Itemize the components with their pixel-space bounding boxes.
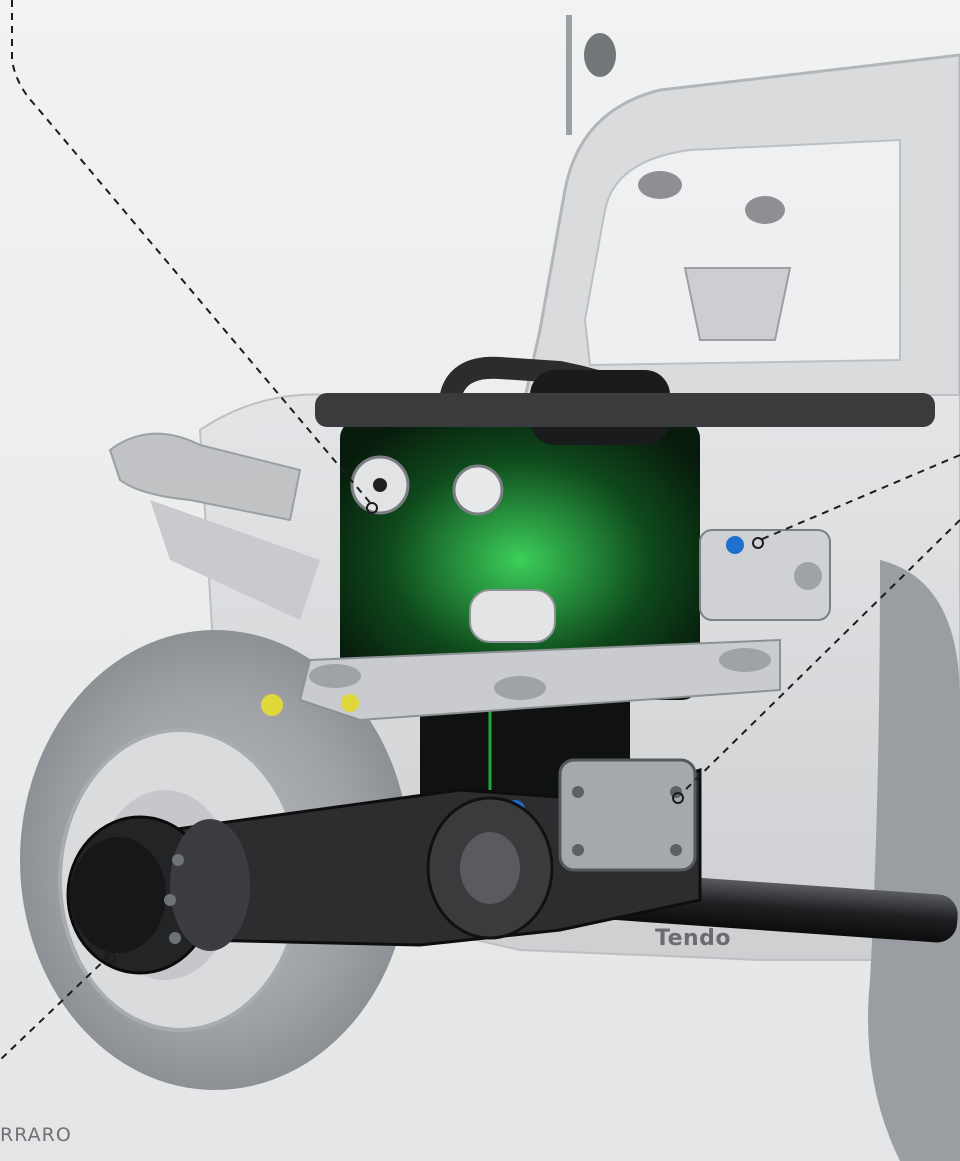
beacon-light [584, 33, 616, 77]
loader-arm [108, 432, 302, 522]
engine-core [340, 420, 700, 700]
engine-mount [309, 664, 361, 688]
machine-badge: Tendo [655, 926, 732, 951]
work-light-right [745, 196, 785, 224]
mount-plate [298, 638, 781, 722]
callout-dots [104, 502, 764, 964]
work-light-left [638, 171, 682, 199]
fuel-filter [469, 589, 556, 643]
rear-wheel [868, 560, 960, 1161]
beacon-pole [566, 15, 572, 135]
roll-bar [315, 393, 935, 427]
brand-caption: RRARO [0, 1124, 72, 1146]
callout-lines [0, 0, 960, 1061]
wheel-hub [66, 815, 250, 975]
front-frame [150, 500, 320, 620]
transfer-box [558, 758, 697, 872]
engine-block [261, 356, 935, 800]
air-filter [683, 267, 792, 341]
front-axle [66, 758, 958, 975]
fan-pulley [452, 464, 504, 516]
callout-line-pump [759, 454, 960, 541]
callout-line-transfer [679, 519, 960, 796]
